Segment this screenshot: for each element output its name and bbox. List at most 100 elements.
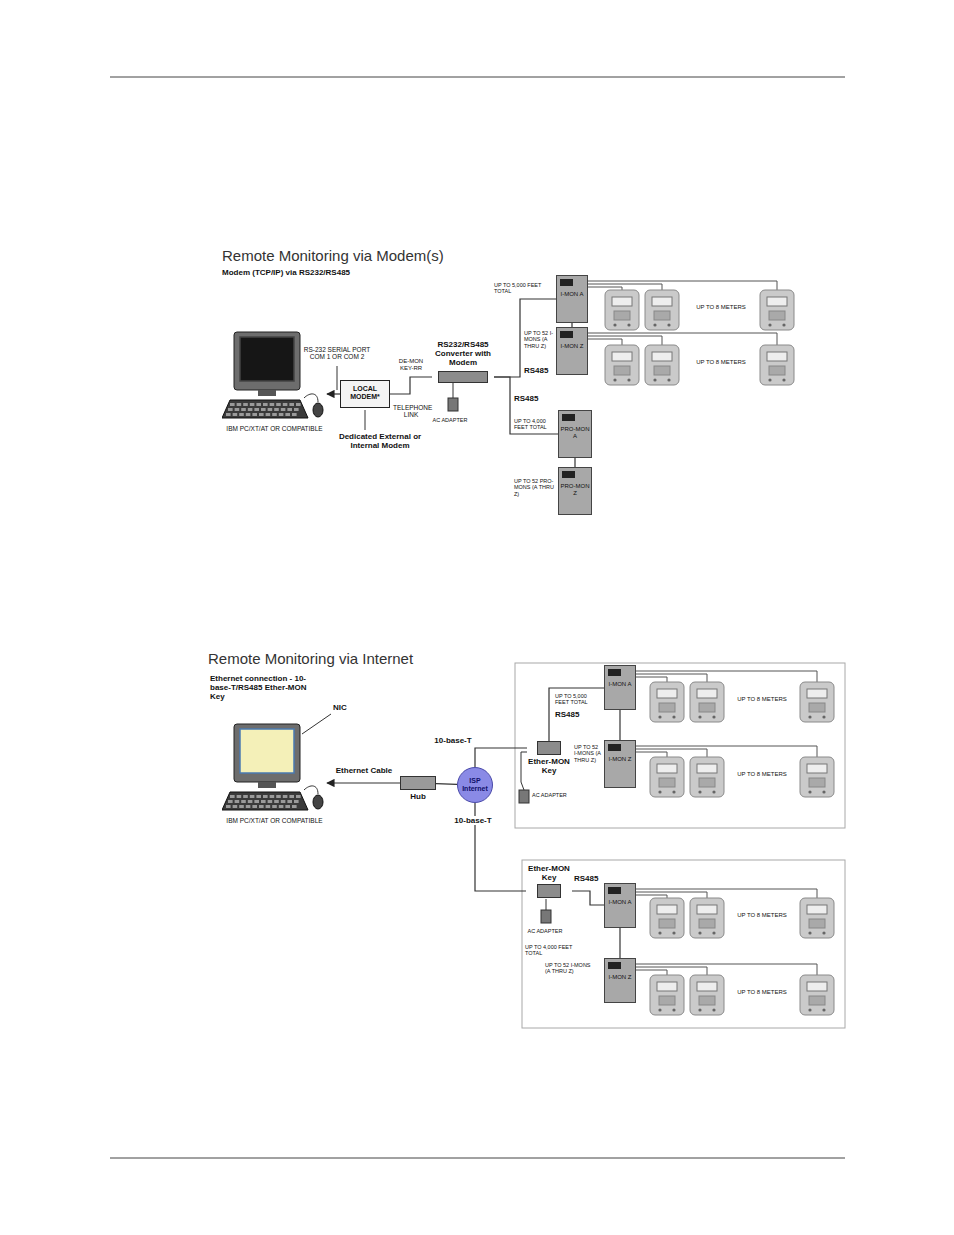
connector-line (436, 783, 457, 785)
keyboard-key (230, 795, 235, 798)
keyboard-key (289, 795, 294, 798)
keyboard (222, 792, 308, 810)
keyboard-key (276, 795, 281, 798)
meter-body (645, 290, 679, 330)
meter-symbol (760, 345, 794, 385)
meter-display (767, 352, 787, 361)
connector-line (619, 710, 620, 740)
meter-symbol (645, 345, 679, 385)
meter-symbol (650, 898, 684, 938)
display-window (560, 331, 573, 338)
display-window (562, 414, 575, 421)
keyboard-key (263, 795, 268, 798)
monitor-stand (258, 782, 276, 788)
meter-terminal (627, 378, 630, 381)
leader-line (302, 714, 331, 734)
meter-symbol (645, 290, 679, 330)
meter-panel (659, 703, 675, 712)
monitor-unit-box: I-MON Z (556, 327, 588, 375)
computer-illustration (222, 330, 327, 425)
computer-illustration (222, 722, 327, 817)
connector-line (327, 393, 340, 394)
keyboard-key (279, 805, 284, 808)
ac-adapter-symbol (541, 910, 551, 923)
annotation-label: AC ADAPTER (532, 792, 572, 798)
meter-wire (636, 752, 667, 757)
keyboard-key (289, 403, 294, 406)
meter-terminal (672, 931, 675, 934)
keyboard (222, 400, 308, 418)
keyboard-key (283, 795, 288, 798)
converter-box: Ether-MON Key (527, 741, 571, 775)
keyboard-key (279, 413, 284, 416)
meter-panel (659, 996, 675, 1005)
meter-display (697, 764, 717, 773)
adapter-cord (546, 899, 547, 910)
annotation-label: UP TO 4,000 FEET TOTAL (514, 418, 558, 431)
keyboard-key (228, 408, 233, 411)
monitor-screen (240, 337, 294, 381)
meter-symbol (605, 290, 639, 330)
annotation-label: DE-MON KEY-RR (392, 358, 430, 372)
meter-terminal (672, 790, 675, 793)
keyboard-key (261, 800, 266, 803)
meter-wire (588, 333, 777, 345)
computer-node: IBM PC/XT/AT OR COMPATIBLE (222, 722, 327, 824)
connector-line (574, 458, 575, 467)
meter-display (612, 297, 632, 306)
meter-panel (699, 778, 715, 787)
annotation-label: RS485 (574, 874, 602, 883)
keyboard-key (254, 800, 259, 803)
keyboard-key (252, 413, 257, 416)
keyboard-key (287, 408, 292, 411)
monitor-unit-box: PRO-MON A (558, 410, 592, 458)
keyboard-key (226, 805, 231, 808)
meter-display (807, 764, 827, 773)
keyboard-key (292, 413, 297, 416)
annotation-label: RS485 (514, 394, 546, 403)
meter-panel (699, 996, 715, 1005)
annotation-label: UP TO 52 I-MONS (A THRU Z) (574, 744, 602, 763)
node-text: I-MON A (606, 681, 634, 688)
keyboard-key (294, 800, 299, 803)
keyboard-key (243, 403, 248, 406)
connector-line (390, 377, 432, 394)
monitor-case (234, 724, 300, 782)
meter-terminal (782, 378, 785, 381)
meter-wire (588, 339, 622, 345)
meter-body (605, 345, 639, 385)
meter-display (767, 297, 787, 306)
connector-line (572, 891, 604, 905)
keyboard-key (256, 795, 261, 798)
monitor-unit-box: I-MON A (556, 275, 588, 323)
annotation-label: Dedicated External or Internal Modem (325, 432, 435, 450)
annotation-label: AC ADAPTER (520, 928, 570, 934)
circle-outline (457, 767, 493, 803)
keyboard-key (228, 800, 233, 803)
monitor-unit-box: I-MON A (604, 665, 636, 710)
meter-symbol (800, 898, 834, 938)
keyboard-key (294, 408, 299, 411)
keyboard-key (263, 403, 268, 406)
keyboard-key (248, 408, 253, 411)
connector-label: TELEPHONE LINK (392, 404, 430, 419)
meter-panel (614, 311, 630, 320)
keyboard-key (259, 805, 264, 808)
meter-body (690, 898, 724, 938)
meter-terminal (627, 323, 630, 326)
keyboard-key (287, 800, 292, 803)
header-rule (110, 77, 845, 78)
annotation-label: UP TO 8 METERS (730, 912, 794, 919)
node-text: LOCAL MODEM* (343, 385, 387, 401)
node-text: PRO-MON Z (560, 483, 590, 497)
meter-body (760, 290, 794, 330)
leader-line (365, 410, 366, 430)
hub-box: Hub (400, 776, 436, 801)
node-text: Ether-MON Key (527, 757, 571, 775)
section-heading: Remote Monitoring via Modem(s) (222, 247, 542, 264)
keyboard-key (285, 805, 290, 808)
meter-panel (699, 919, 715, 928)
node-text: PRO-MON A (560, 426, 590, 440)
